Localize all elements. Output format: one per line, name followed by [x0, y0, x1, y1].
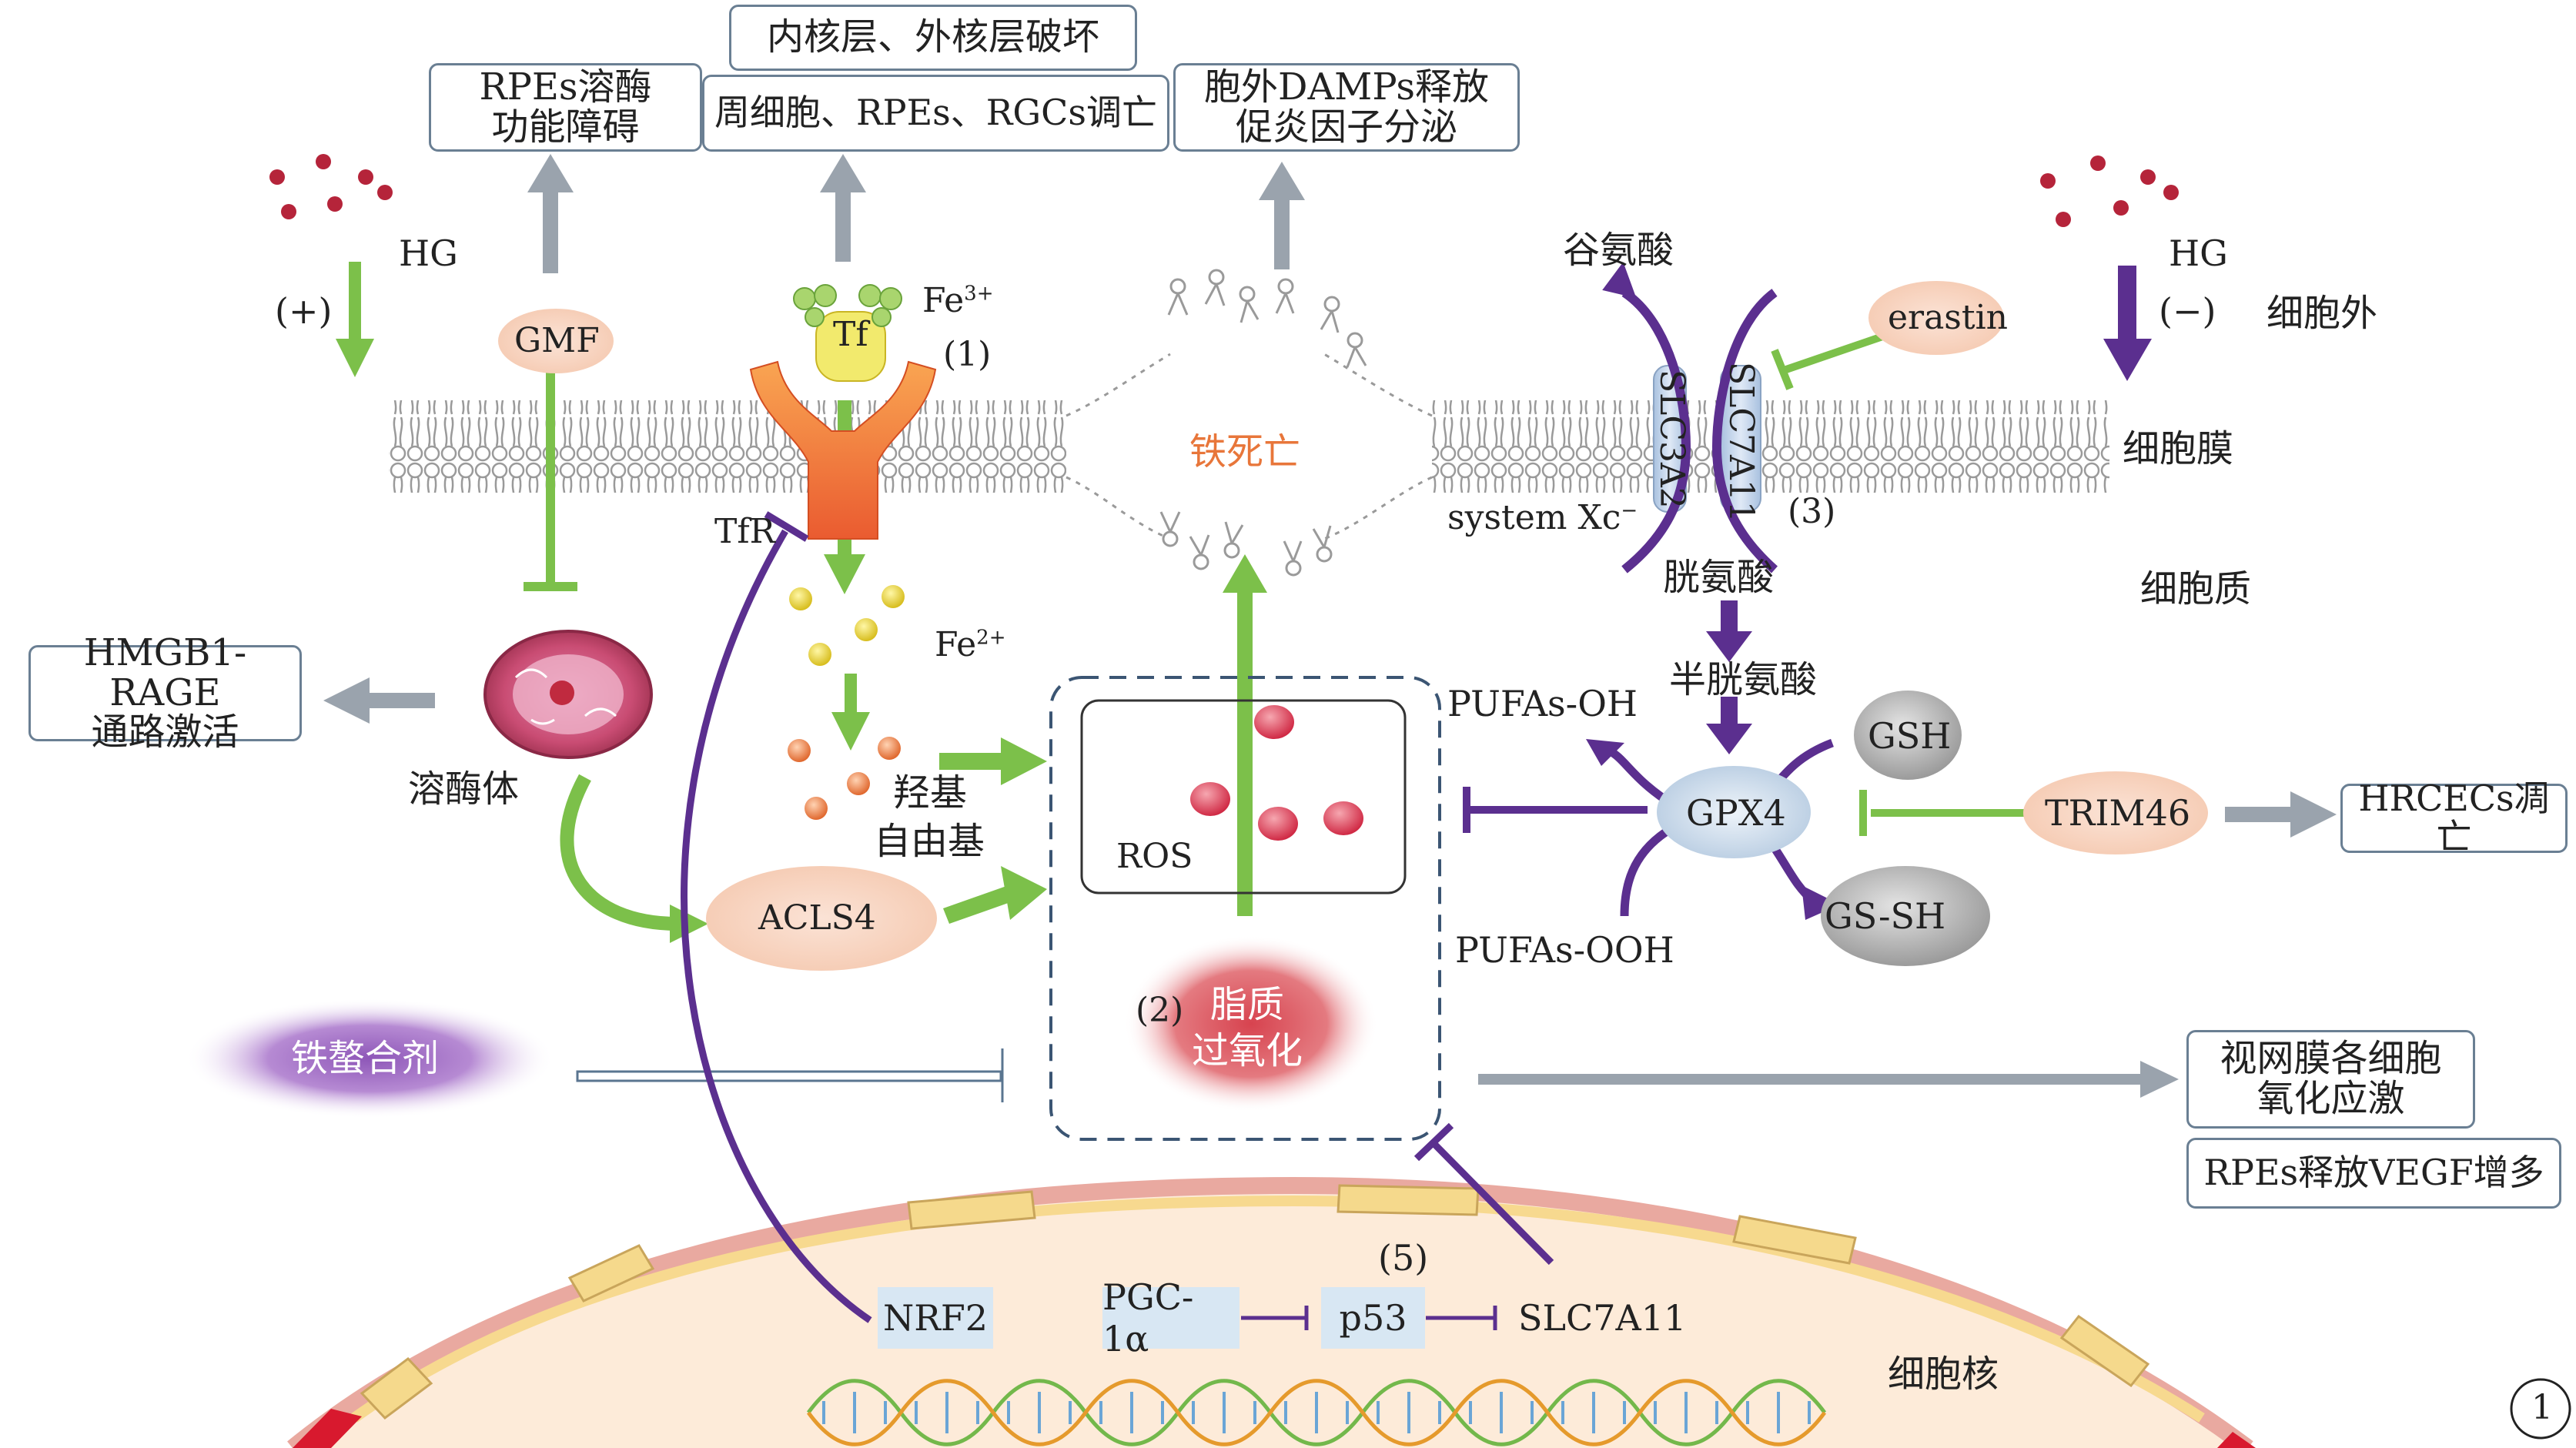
tf-label: Tf [833, 315, 868, 354]
lysosome-label: 溶酶体 [408, 767, 520, 811]
slc7a11-nucleus-label: SLC7A11 [1518, 1297, 1687, 1339]
slc7a11-inhibit [1413, 1122, 1554, 1266]
slc7a11-membrane-label: SLC7A11 [1721, 362, 1761, 523]
step2-label: (2) [1136, 991, 1184, 1030]
slc3a2-label: SLC3A2 [1652, 370, 1691, 509]
tfr-label: TfR [714, 512, 775, 551]
lysosome-acls4-arrow [560, 774, 678, 931]
trim46-inhibit [1859, 790, 2025, 836]
pill-shapes [498, 281, 2208, 971]
hg-left-label: HG [399, 232, 458, 274]
retina-stress-line1: 视网膜各细胞 [2220, 1037, 2442, 1081]
pufas-oh-label: PUFAs-OH [1447, 683, 1638, 724]
gmf-inhibit [524, 370, 577, 591]
gsh-label: GSH [1868, 715, 1952, 757]
fe2-label: Fe2+ [935, 625, 1006, 664]
damps-line1: 胞外DAMPs释放 [1204, 65, 1489, 109]
p53-tag: p53 [1321, 1287, 1425, 1349]
trim46-label: TRIM46 [2045, 792, 2191, 834]
hg-dots [269, 154, 2179, 227]
retina-stress-box: 视网膜各细胞 氧化应激 [2186, 1030, 2475, 1129]
step1-label: (1) [943, 335, 992, 374]
transporter-arcs [1621, 289, 1778, 574]
cell-apoptosis-text: 周细胞、RPEs、RGCs调亡 [714, 92, 1157, 134]
cell-apoptosis-box: 周细胞、RPEs、RGCs调亡 [702, 75, 1169, 152]
cysteine-label: 半胱氨酸 [1669, 658, 1818, 701]
hrcecs-text: HRCECs凋亡 [2358, 778, 2550, 858]
chelator-label: 铁螯合剂 [291, 1037, 440, 1080]
gpx4-inhibit [1463, 787, 1648, 833]
step3-label: (3) [1788, 492, 1836, 531]
nucleus-label: 细胞核 [1888, 1353, 1999, 1396]
rpes-lysosome-box: RPEs溶酶 功能障碍 [429, 63, 702, 152]
figure-number-circle [2510, 1378, 2571, 1440]
erastin-inhibit [1771, 329, 1895, 390]
vegf-text: RPEs释放VEGF增多 [2203, 1152, 2544, 1194]
dna-helix [806, 1379, 1827, 1446]
hmgb1-box: HMGB1-RAGE 通路激活 [28, 633, 302, 752]
retina-stress-line2: 氧化应激 [2257, 1077, 2405, 1120]
hydroxyl-line2: 自由基 [874, 820, 985, 863]
hmgb1-line1: HMGB1-RAGE [83, 630, 247, 714]
nuclear-layers-text: 内核层、外核层破坏 [766, 15, 1099, 59]
lipid-perox-line2: 过氧化 [1192, 1029, 1303, 1072]
hg-right-label: HG [2169, 232, 2228, 274]
nuclear-inhibit-chain [1241, 1306, 1497, 1330]
gmf-label: GMF [514, 321, 600, 360]
chelator-glow [185, 998, 554, 1119]
cytoplasm-label: 细胞质 [2140, 567, 2252, 610]
chelator-inhibit [576, 1048, 1004, 1102]
cell-membrane [389, 269, 2109, 577]
pufas-ooh-label: PUFAs-OOH [1455, 929, 1674, 971]
extracellular-label: 细胞外 [2267, 292, 2378, 335]
nrf2-inhibit [681, 511, 872, 1323]
hydroxyl-line1: 羟基 [893, 771, 968, 814]
lysosome-organelle [483, 630, 653, 759]
nrf2-label: NRF2 [882, 1297, 989, 1339]
tfr-receptor [749, 284, 937, 540]
cystine-label: 胱氨酸 [1663, 556, 1775, 599]
hrcecs-box: HRCECs凋亡 [2340, 779, 2568, 856]
ros-balls [1190, 705, 1363, 841]
hydroxyl-balls [788, 737, 901, 820]
system-xc-label: system Xc− [1447, 498, 1638, 537]
minus-sign: (−) [2159, 290, 2216, 332]
gpx4-label: GPX4 [1686, 792, 1786, 834]
pgc1a-tag: PGC-1α [1102, 1276, 1239, 1359]
figure-number: 1 [2531, 1388, 2553, 1427]
acls4-label: ACLS4 [758, 898, 876, 938]
hmgb1-line2: 通路激活 [91, 711, 239, 754]
lipid-dashed-frame [1049, 676, 1441, 1141]
step5-label: (5) [1378, 1237, 1429, 1279]
erastin-label: erastin [1888, 298, 2008, 337]
lipid-perox-line1: 脂质 [1210, 983, 1285, 1026]
damps-line2: 促炎因子分泌 [1235, 105, 1457, 149]
ferroptosis-label: 铁死亡 [1189, 430, 1301, 473]
pgc1a-label: PGC-1α [1102, 1276, 1194, 1359]
fe2-balls [789, 585, 905, 666]
nuclear-layers-box: 内核层、外核层破坏 [729, 5, 1137, 71]
lipid-glow [1124, 935, 1378, 1112]
vegf-box: RPEs释放VEGF增多 [2186, 1138, 2561, 1209]
glutamate-label: 谷氨酸 [1563, 229, 1674, 272]
purple-arrows [1706, 266, 2152, 754]
membrane-label: 细胞膜 [2123, 427, 2234, 470]
rpes-lysosome-line2: 功能障碍 [491, 105, 640, 149]
fe3-label: Fe3+ [922, 281, 994, 320]
p53-label: p53 [1339, 1297, 1407, 1339]
plus-sign: (+) [275, 290, 333, 332]
gssh-label: GS-SH [1825, 895, 1946, 937]
nrf2-tag: NRF2 [878, 1287, 993, 1349]
damps-box: 胞外DAMPs释放 促炎因子分泌 [1173, 63, 1520, 152]
ros-frame [1080, 699, 1407, 895]
ros-label: ROS [1116, 837, 1193, 876]
gray-arrows [323, 154, 2337, 1098]
rpes-lysosome-line1: RPEs溶酶 [479, 65, 652, 109]
